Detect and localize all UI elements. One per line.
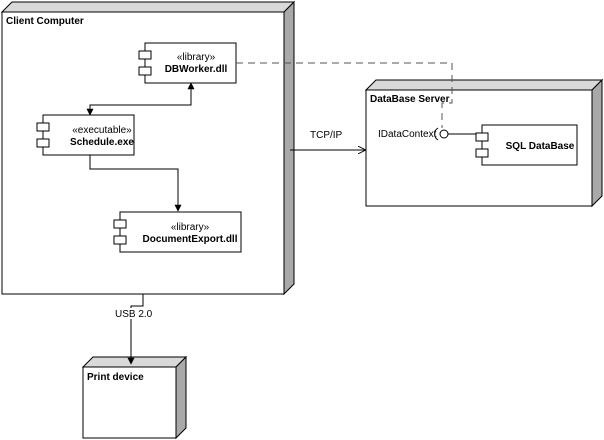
component-schedule-stereotype: «executable» xyxy=(72,125,132,136)
component-dbworker-stereotype: «library» xyxy=(177,52,216,63)
interface-socket xyxy=(434,127,439,141)
node-client-top-face xyxy=(0,1,296,13)
node-printer-title: Print device xyxy=(87,372,144,383)
communication-usb-label-bg xyxy=(113,308,151,319)
interface-lollipop-circle xyxy=(439,129,449,139)
component-dbworker-tab-bottom xyxy=(138,66,152,76)
node-printer-top-face xyxy=(81,356,188,368)
component-schedule-tab-bottom xyxy=(36,138,50,148)
component-sql-database: SQL DataBase xyxy=(475,124,578,166)
node-database-server: DataBase Server xyxy=(364,78,604,208)
node-server-side-face xyxy=(591,78,603,208)
component-docexport-tab-top xyxy=(113,219,127,229)
node-server-top-face xyxy=(364,79,604,91)
component-docexport-tab-bottom xyxy=(113,235,127,245)
component-schedule-name: Schedule.exe xyxy=(70,137,134,148)
node-printer-front-face xyxy=(82,366,177,439)
component-dbworker: «library» DBWorker.dll xyxy=(138,42,237,84)
component-dbworker-name: DBWorker.dll xyxy=(165,64,228,75)
interface-idatacontext: IDataContext xyxy=(378,127,476,141)
component-docexport-body xyxy=(119,211,242,253)
component-sqldb-name: SQL DataBase xyxy=(506,141,575,152)
component-documentexport: «library» DocumentExport.dll xyxy=(113,211,242,253)
node-printer-side-face xyxy=(175,355,187,440)
component-docexport-stereotype: «library» xyxy=(171,222,210,233)
interface-idatacontext-label: IDataContext xyxy=(378,129,437,140)
component-sqldb-tab-top xyxy=(475,132,489,142)
communication-tcpip-label: TCP/IP xyxy=(310,130,343,141)
component-dbworker-tab-top xyxy=(138,50,152,60)
communication-usb xyxy=(127,294,144,365)
component-sqldb-tab-bottom xyxy=(475,148,489,158)
node-print-device: Print device xyxy=(81,355,188,440)
node-client-side-face xyxy=(283,0,295,296)
dependency-schedule-docexport xyxy=(89,155,182,212)
communication-usb-label: USB 2.0 xyxy=(115,309,153,320)
dependency-dbworker-schedule xyxy=(86,82,195,116)
component-docexport-name: DocumentExport.dll xyxy=(142,234,237,245)
component-schedule-body xyxy=(42,114,135,156)
component-dbworker-body xyxy=(144,42,237,84)
component-sqldb-body xyxy=(481,124,578,166)
usage-dbworker-idatacontext xyxy=(236,62,453,128)
component-schedule: «executable» Schedule.exe xyxy=(36,114,135,156)
component-schedule-tab-top xyxy=(36,122,50,132)
node-client-title: Client Computer xyxy=(6,16,84,27)
node-server-title: DataBase Server xyxy=(370,94,450,105)
